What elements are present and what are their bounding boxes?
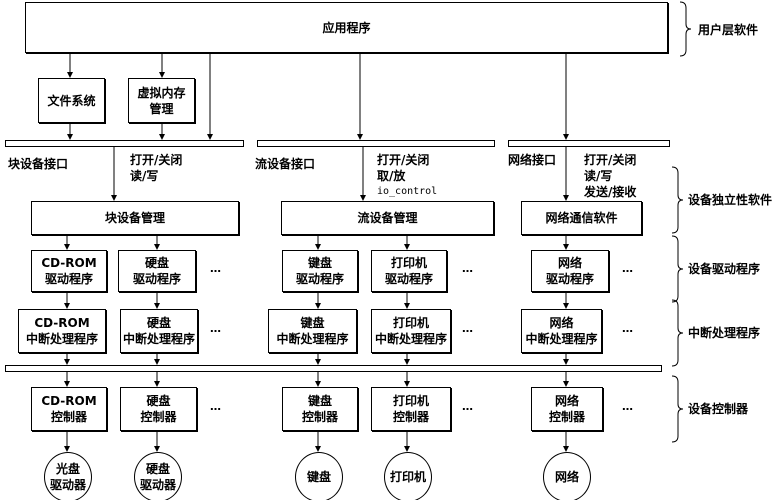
device-node: 光盘 驱动器 [44,452,92,500]
virtual-memory-box: 虚拟内存 管理 [128,78,195,123]
network-communication-box: 网络通信软件 [521,201,642,235]
interrupt-handler-box: CD-ROM 中断处理程序 [18,309,106,353]
block-interface-bar [5,140,244,147]
driver-box: CD-ROM 驱动程序 [31,250,107,292]
stream-ops-label: 打开/关闭 取/放 [377,153,430,183]
controller-box: 网络 控制器 [531,387,603,431]
stream-device-management-box: 流设备管理 [281,201,494,235]
controller-box: CD-ROM 控制器 [31,387,107,431]
driver-box: 硬盘 驱动程序 [118,250,196,292]
driver-box: 键盘 驱动程序 [282,250,358,292]
network-interface-bar [508,140,670,147]
layer-braces [671,1,692,443]
ellipsis: … [622,262,633,275]
layer-label-independent: 设备独立性软件 [688,193,773,207]
ellipsis: … [462,400,473,413]
device-node: 打印机 [384,452,432,500]
ellipsis: … [210,262,221,275]
driver-box: 网络 驱动程序 [531,250,609,292]
driver-box: 打印机 驱动程序 [371,250,447,292]
layer-label-controller: 设备控制器 [688,402,749,416]
layer-label-interrupt: 中断处理程序 [688,326,761,340]
network-interface-label: 网络接口 [508,153,557,167]
device-node: 硬盘 驱动器 [134,452,182,500]
interrupt-handler-box: 键盘 中断处理程序 [268,309,357,353]
controller-box: 键盘 控制器 [282,387,358,431]
interrupt-handler-box: 打印机 中断处理程序 [371,309,451,353]
controller-box: 打印机 控制器 [371,387,451,431]
network-ops-label: 打开/关闭 读/写 发送/接收 [584,153,637,199]
stream-interface-bar [257,140,495,147]
device-node: 网络 [543,452,591,500]
layer-label-driver: 设备驱动程序 [688,262,761,276]
interrupt-handler-box: 网络 中断处理程序 [521,309,602,353]
stream-interface-label: 流设备接口 [255,157,316,171]
block-ops-label: 打开/关闭 读/写 [130,153,183,183]
ellipsis: … [462,322,473,335]
ellipsis: … [462,262,473,275]
controller-box: 硬盘 控制器 [120,387,197,431]
ellipsis: … [210,322,221,335]
ellipsis: … [210,400,221,413]
interrupt-handler-box: 硬盘 中断处理程序 [120,309,198,353]
io-control-label: io_control [377,186,438,197]
device-node: 键盘 [295,452,343,500]
block-interface-label: 块设备接口 [8,157,69,171]
bus-bar [5,365,662,372]
file-system-box: 文件系统 [38,78,105,123]
ellipsis: … [622,322,633,335]
ellipsis: … [622,400,633,413]
layer-label-user: 用户层软件 [698,23,759,37]
application-box: 应用程序 [25,2,668,53]
block-device-management-box: 块设备管理 [31,201,239,235]
